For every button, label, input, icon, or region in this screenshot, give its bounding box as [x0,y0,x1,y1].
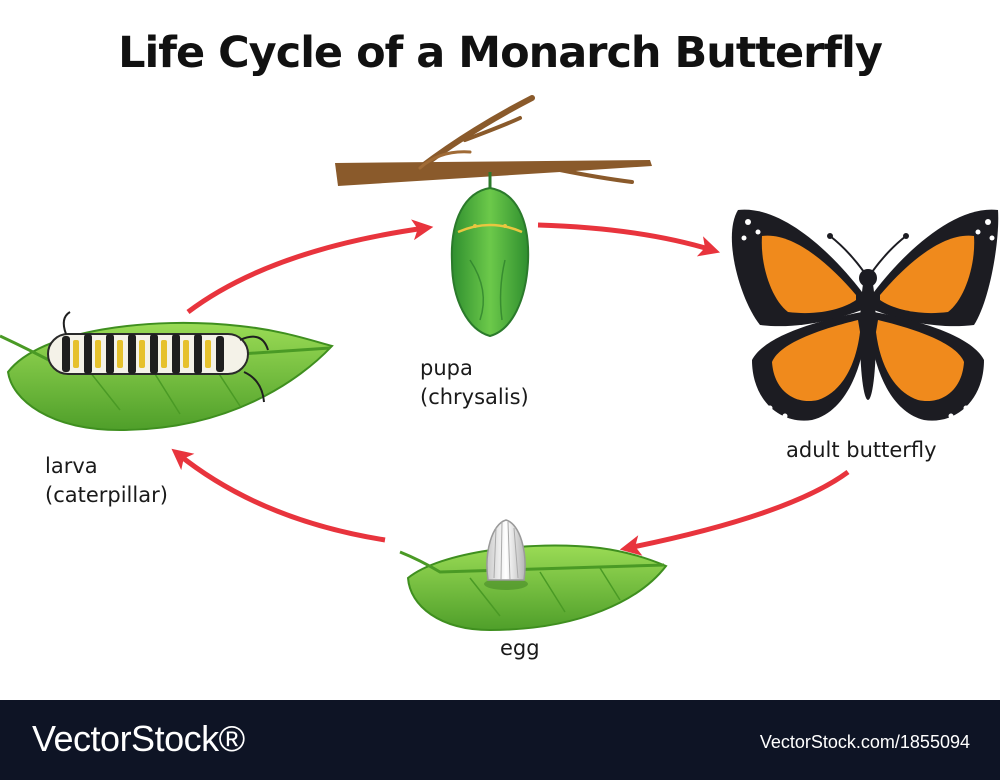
stage-label-adult: adult butterfly [786,436,937,465]
stage-name-pupa: pupa [420,356,473,380]
stage-label-larva: larva (caterpillar) [45,452,168,510]
arrow-pupa-to-adult [537,222,721,257]
stage-label-pupa: pupa (chrysalis) [420,354,529,412]
brand-logo: VectorStock® [32,718,245,759]
stage-name-egg: egg [500,636,540,660]
stage-subname-larva: (caterpillar) [45,483,168,507]
stage-subname-pupa: (chrysalis) [420,385,529,409]
arrow-egg-to-larva [171,448,386,543]
page-title: Life Cycle of a Monarch Butterfly [118,28,883,78]
chrysalis-icon [450,172,530,338]
egg-icon [484,519,528,590]
life-cycle-artwork [0,95,999,632]
leaf-icon [399,544,668,632]
caterpillar-icon [47,311,269,403]
butterfly-icon [731,209,999,421]
stage-label-egg: egg [500,634,540,663]
stage-name-adult: adult butterfly [786,438,937,462]
arrow-icon [171,219,850,556]
footer-bar: VectorStock® VectorStock.com/1855094 [0,700,1000,780]
stage-name-larva: larva [45,454,98,478]
arrow-larva-to-pupa [186,219,434,314]
image-credit: VectorStock.com/1855094 [759,732,970,752]
branch-icon [335,95,652,186]
arrow-adult-to-egg [619,469,850,556]
